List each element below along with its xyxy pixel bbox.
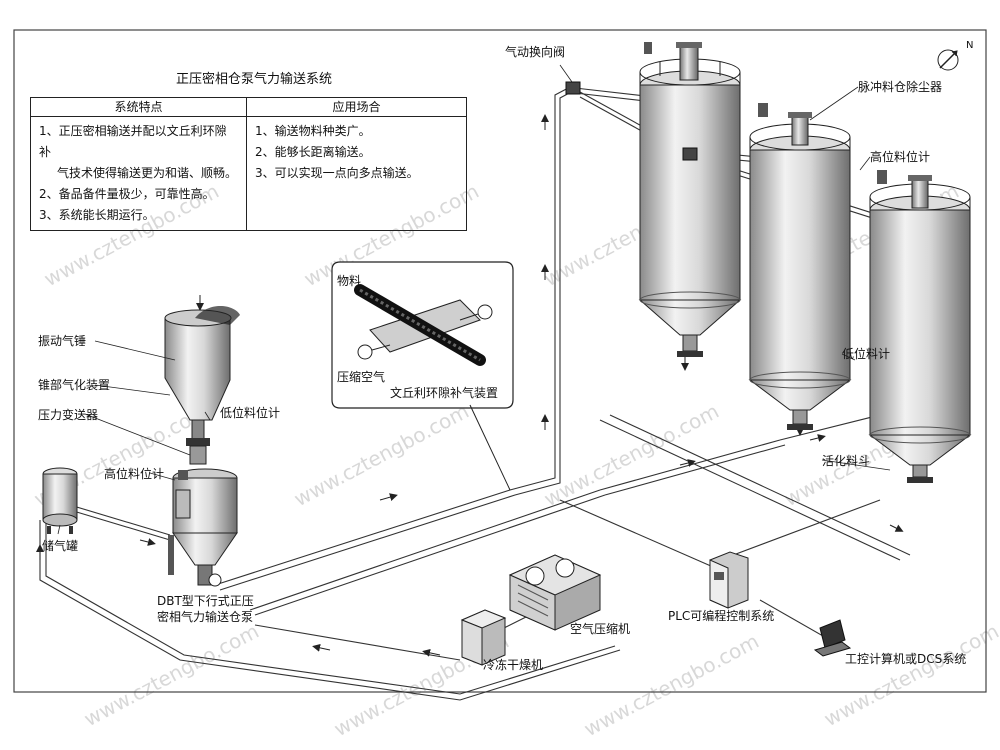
- features-cell: 1、正压密相输送并配以文丘利环隙补 气技术使得输送更为和谐、顺畅。 2、备品备件…: [30, 116, 247, 231]
- label-pump-line2: 密相气力输送仓泵: [157, 610, 254, 624]
- label-activation-hopper: 活化料斗: [822, 454, 871, 468]
- reversing-valve-2: [682, 147, 698, 161]
- label-computer: 工控计算机或DCS系统: [845, 652, 967, 666]
- silo-3: [868, 170, 972, 483]
- label-reversing-valve: 气动换向阀: [505, 45, 566, 59]
- north-arrow: [937, 49, 959, 71]
- applications-cell: 1、输送物料种类广。 2、能够长距离输送。 3、可以实现一点向多点输送。: [246, 116, 467, 231]
- air-compressor: [508, 554, 602, 631]
- label-compressor: 空气压缩机: [570, 622, 631, 636]
- features-table: 系统特点 应用场合 1、正压密相输送并配以文丘利环隙补 气技术使得输送更为和谐、…: [30, 97, 467, 231]
- venturi-inset: [331, 261, 514, 491]
- label-dryer: 冷冻干燥机: [483, 658, 544, 672]
- label-material: 物料: [337, 274, 362, 288]
- feature-item: 3、系统能长期运行。: [39, 208, 155, 222]
- label-low-level-right: 低位料计: [842, 347, 891, 361]
- table-header-applications: 应用场合: [246, 97, 467, 117]
- label-plc: PLC可编程控制系统: [668, 609, 775, 623]
- control-computer: [813, 619, 852, 657]
- label-low-level-left: 低位料位计: [220, 406, 281, 420]
- freeze-dryer: [460, 609, 507, 666]
- label-venturi: 文丘利环隙补气装置: [390, 386, 499, 400]
- feature-item: 气技术使得输送更为和谐、顺畅。: [57, 166, 238, 180]
- conveying-pump: [168, 468, 238, 587]
- silo-2: [748, 103, 852, 430]
- label-high-level-right: 高位料位计: [870, 150, 931, 164]
- label-pump-line1: DBT型下行式正压: [157, 594, 254, 608]
- plc-cabinet: [709, 551, 749, 609]
- feature-item: 1、正压密相输送并配以文丘利环隙补: [39, 124, 227, 159]
- feed-hopper: [164, 305, 240, 465]
- label-compressed-air: 压缩空气: [337, 370, 386, 384]
- application-item: 1、输送物料种类广。: [255, 124, 371, 138]
- label-north: N: [966, 40, 974, 51]
- label-high-level-left: 高位料位计: [104, 467, 165, 481]
- air-tank: [42, 467, 78, 534]
- silo-1: [638, 42, 742, 357]
- label-vibrator: 振动气锤: [38, 334, 87, 348]
- application-item: 3、可以实现一点向多点输送。: [255, 166, 419, 180]
- label-cone-aerator: 锥部气化装置: [38, 378, 111, 392]
- label-air-tank: 储气罐: [42, 539, 79, 553]
- reversing-valve-1: [565, 81, 581, 95]
- feature-item: 2、备品备件量极少，可靠性高。: [39, 187, 215, 201]
- application-item: 2、能够长距离输送。: [255, 145, 371, 159]
- table-header-features: 系统特点: [30, 97, 247, 117]
- label-pressure-transmitter: 压力变送器: [38, 408, 99, 422]
- label-dust-collector: 脉冲料仓除尘器: [858, 80, 943, 94]
- page-title: 正压密相仓泵气力输送系统: [176, 72, 333, 87]
